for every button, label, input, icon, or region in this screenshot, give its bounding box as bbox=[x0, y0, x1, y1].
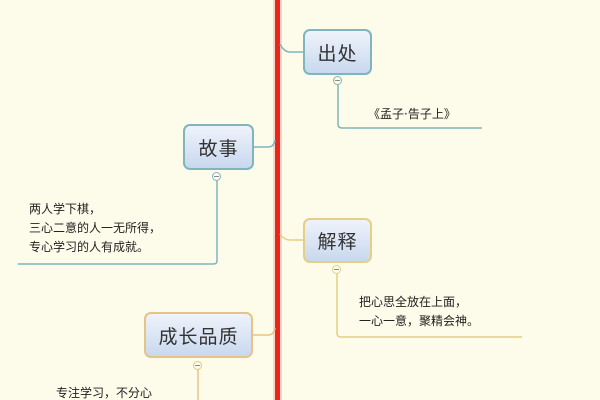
note-line: 三心二意的人一无所得， bbox=[29, 221, 162, 235]
collapse-toggle-icon[interactable] bbox=[332, 265, 341, 274]
note-gushi: 两人学下棋， 三心二意的人一无所得， 专心学习的人有成就。 bbox=[29, 200, 161, 257]
collapse-toggle-icon[interactable] bbox=[193, 361, 202, 370]
topic-label: 解释 bbox=[317, 231, 358, 253]
note-line: 一心一意，聚精会神。 bbox=[359, 314, 480, 328]
topic-label: 成长品质 bbox=[158, 325, 239, 348]
note-line: 《孟子·告子上》 bbox=[368, 107, 456, 121]
topic-label: 出处 bbox=[317, 42, 358, 65]
note-line: 两人学下棋， bbox=[29, 202, 102, 216]
topic-node-jieshi[interactable]: 解释 bbox=[303, 218, 372, 263]
topic-node-chengzhang[interactable]: 成长品质 bbox=[144, 312, 253, 358]
collapse-toggle-icon[interactable] bbox=[333, 76, 342, 85]
collapse-toggle-icon[interactable] bbox=[212, 172, 221, 181]
note-line: 专注学习，不分心 bbox=[56, 386, 153, 400]
note-jieshi: 把心思全放在上面， 一心一意，聚精会神。 bbox=[359, 293, 479, 331]
topic-node-gushi[interactable]: 故事 bbox=[183, 124, 254, 170]
note-chengzhang: 专注学习，不分心 bbox=[56, 384, 152, 400]
note-line: 专心学习的人有成就。 bbox=[29, 240, 150, 254]
central-spine bbox=[275, 0, 280, 400]
note-line: 把心思全放在上面， bbox=[359, 295, 468, 309]
topic-node-chuchu[interactable]: 出处 bbox=[303, 29, 372, 75]
note-chuchu: 《孟子·告子上》 bbox=[368, 105, 456, 124]
topic-label: 故事 bbox=[198, 137, 239, 160]
